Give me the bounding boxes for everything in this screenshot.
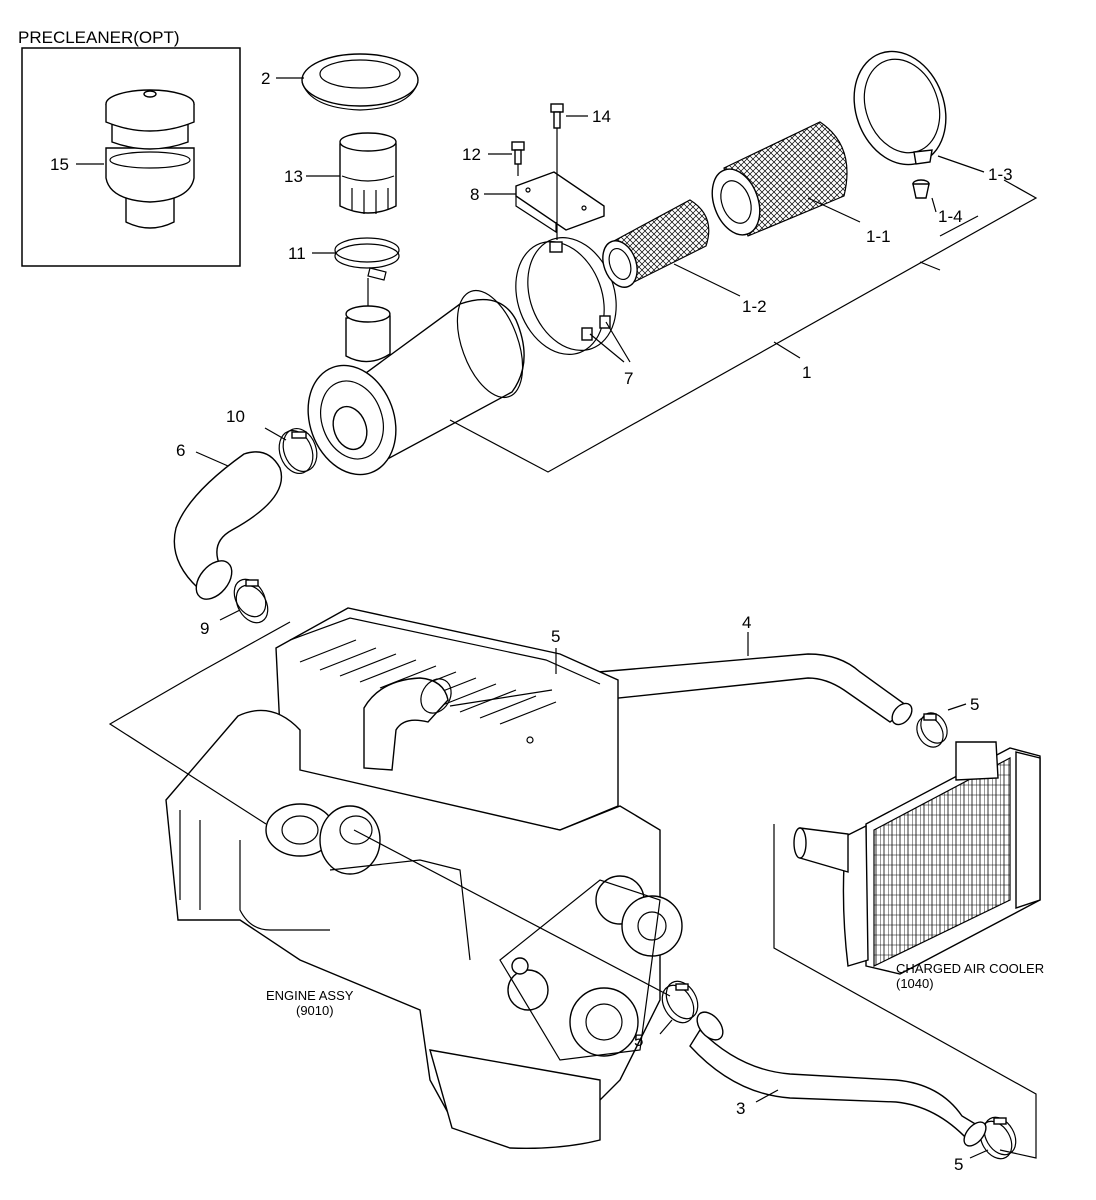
callout-1-3: 1-3 [988,165,1013,184]
rain-cap-part [301,53,419,111]
callout-1-2: 1-2 [742,297,767,316]
precleaner-title: PRECLEANER(OPT) [18,28,180,47]
engine-assembly [165,607,683,1150]
air-hose-3-part [689,1011,987,1147]
charged-air-cooler [793,741,1041,975]
bolt-14-part [550,103,564,240]
inlet-tube-part [339,132,397,214]
precleaner-inset: PRECLEANER(OPT) [18,28,241,267]
engine-caption-ref: (9010) [296,1003,334,1018]
band-clamp-part [334,237,400,312]
cooler-caption-ref: (1040) [896,976,934,991]
callout-4: 4 [742,613,751,632]
callout-5a: 5 [551,627,560,646]
hose-clamp-5b-part [916,712,948,748]
callout-11: 11 [288,244,306,263]
precleaner-frame [21,47,241,267]
callout-1-1: 1-1 [866,227,891,246]
callout-1: 1 [802,363,811,382]
hose-clamp-10-part [278,428,318,474]
callout-2: 2 [261,69,270,88]
hose-clamp-5d-part [979,1116,1017,1160]
precleaner-part [105,89,195,229]
callout-12: 12 [462,145,481,164]
callout-5b: 5 [970,695,979,714]
clamp-ring-part [515,237,617,355]
leader-lines [76,77,1038,1159]
callout-5d: 5 [954,1155,963,1174]
air-hose-4-part [592,653,913,726]
callout-7: 7 [624,369,633,388]
captions: CHARGED AIR COOLER (1040) ENGINE ASSY (9… [266,961,1044,1018]
dust-valve-part [912,179,930,199]
elbow-hose-part [173,451,283,600]
safety-filter-part [602,199,710,288]
engine-caption-name: ENGINE ASSY [266,988,354,1003]
callout-8: 8 [470,185,479,204]
callout-10: 10 [226,407,245,426]
callout-labels: 15 2 13 11 14 12 8 1-3 1-4 1-1 1-2 7 1 1… [50,69,1013,1174]
callout-15: 15 [50,155,69,174]
bolt-12-part [511,141,525,176]
bracket-part [515,171,605,234]
callout-3: 3 [736,1099,745,1118]
air-cleaner-housing [307,289,525,476]
primary-filter-part [711,121,848,237]
cooler-caption-name: CHARGED AIR COOLER [896,961,1044,976]
callout-14: 14 [592,107,611,126]
hose-clamp-9-part [233,578,269,624]
callout-1-4: 1-4 [938,207,963,226]
callout-5c: 5 [634,1031,643,1050]
callout-6: 6 [176,441,185,460]
callout-9: 9 [200,619,209,638]
hose-clamp-5c-part [661,980,699,1024]
callout-13: 13 [284,167,303,186]
end-cover-part [853,50,947,166]
